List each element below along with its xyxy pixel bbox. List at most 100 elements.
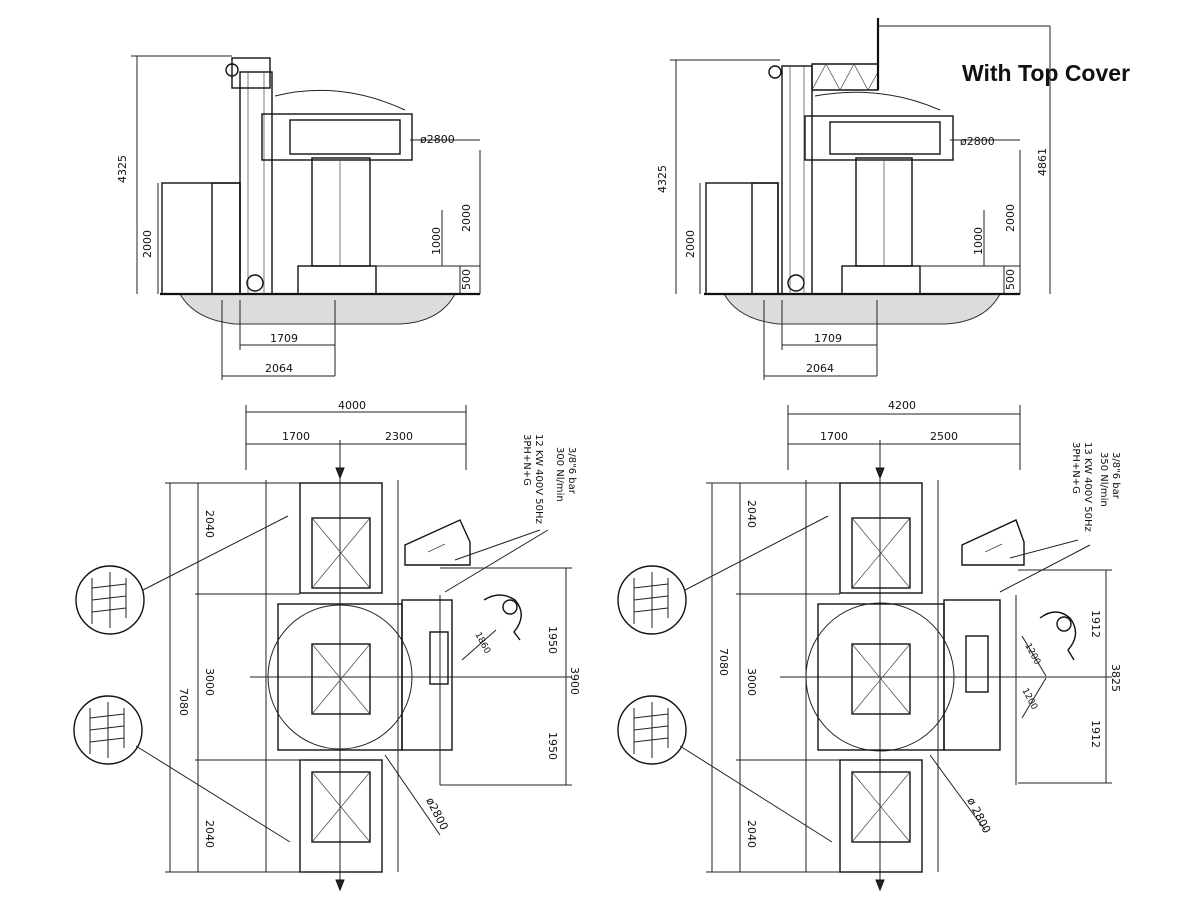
ladder-detail-top <box>75 565 145 635</box>
turntable-base <box>297 265 377 295</box>
height-500-label: 500 <box>460 269 473 290</box>
diameter-label: ø 2800 <box>964 795 993 835</box>
dim-1709-label: 1709 <box>814 332 842 345</box>
rotation-circle <box>267 604 413 750</box>
right-top-label: 1912 <box>1089 610 1102 638</box>
outfeed-arrow-icon <box>335 879 345 892</box>
elevation-view-left: 4325 2000 ø2800 2000 1000 500 1709 2064 <box>116 55 481 380</box>
width-a-label: 1700 <box>282 430 310 443</box>
operator-icon <box>1039 611 1077 661</box>
diameter-label: ø2800 <box>960 135 995 148</box>
len-bot-label: 2040 <box>745 820 758 848</box>
infeed-box <box>851 517 911 589</box>
width-b-label: 2300 <box>385 430 413 443</box>
power-spec-line-3: 13 KW 400V 50Hz <box>1082 442 1093 532</box>
diameter-label: ø2800 <box>420 133 455 146</box>
outfeed-box <box>311 771 371 843</box>
height-2000-left-label: 2000 <box>684 230 697 258</box>
rotor-head <box>804 115 954 161</box>
height-1000-label: 1000 <box>430 227 443 255</box>
truss-arm <box>811 63 879 91</box>
right-total-label: 3900 <box>568 667 581 695</box>
ladder-detail-bottom <box>617 695 687 765</box>
right-top-label: 1950 <box>546 626 559 654</box>
len-bot-label: 2040 <box>203 820 216 848</box>
power-spec-line-1: 3/8"6 bar <box>1110 452 1121 500</box>
column-head <box>231 57 271 89</box>
rotor-head <box>261 113 413 161</box>
swing-arc <box>274 89 406 111</box>
infeed-arrow-icon <box>335 467 345 480</box>
motor <box>965 635 989 693</box>
motor <box>429 631 449 685</box>
power-spec-line-2: 300 Nl/min <box>554 447 565 502</box>
length-total-label: 7080 <box>177 688 190 716</box>
height-4325-label: 4325 <box>656 165 669 193</box>
turntable-base <box>841 265 921 295</box>
width-total-label: 4200 <box>888 399 916 412</box>
len-top-label: 2040 <box>745 500 758 528</box>
outfeed-arrow-icon <box>875 879 885 892</box>
outfeed-conveyor <box>299 759 383 873</box>
power-spec-line-1: 3/8"6 bar <box>566 447 577 495</box>
left-cabinet <box>161 182 241 295</box>
height-1000-label: 1000 <box>972 227 985 255</box>
rotor-ring <box>829 121 941 155</box>
center-box <box>311 643 371 715</box>
column <box>239 71 273 295</box>
dim-2064-label: 2064 <box>806 362 834 375</box>
length-total-label: 7080 <box>717 648 730 676</box>
power-spec-line-4: 3PH+N+G <box>521 434 532 486</box>
control-box <box>404 519 471 566</box>
height-2000-right-label: 2000 <box>460 204 473 232</box>
left-cabinet <box>705 182 779 295</box>
power-spec-line-4: 3PH+N+G <box>1070 442 1081 494</box>
power-spec-line-2: 350 Nl/min <box>1098 452 1109 507</box>
plan-view-left: 4000 1700 2300 7080 2040 3000 2040 1950 … <box>73 399 581 892</box>
len-mid-label: 3000 <box>745 668 758 696</box>
cabinet-door <box>211 182 241 295</box>
power-spec-line-3: 12 KW 400V 50Hz <box>533 434 544 524</box>
ladder-detail-top <box>617 565 687 635</box>
dim-2064-label: 2064 <box>265 362 293 375</box>
diameter-label: ø2800 <box>423 795 450 832</box>
column <box>781 65 813 295</box>
height-500-label: 500 <box>1004 269 1017 290</box>
center-column <box>311 157 371 267</box>
small-dim-a-label: 1200 <box>1022 642 1042 667</box>
cabinet-door <box>751 182 779 295</box>
right-bot-label: 1950 <box>546 732 559 760</box>
wheel <box>787 274 805 292</box>
outfeed-box <box>851 771 911 843</box>
height-2000-right-label: 2000 <box>1004 204 1017 232</box>
rotor-ring <box>289 119 401 155</box>
right-total-label: 3825 <box>1109 664 1122 692</box>
len-mid-label: 3000 <box>203 668 216 696</box>
wheel <box>246 274 264 292</box>
infeed-arrow-icon <box>875 467 885 480</box>
elevation-view-right: 4325 4861 2000 ø2800 2000 1000 500 1709 … <box>656 18 1051 380</box>
width-total-label: 4000 <box>338 399 366 412</box>
small-dim-b-label: 1200 <box>1019 687 1039 712</box>
height-4325-label: 4325 <box>116 155 129 183</box>
pulley <box>768 65 782 79</box>
foundation-pit <box>723 293 1001 325</box>
infeed-conveyor <box>299 482 383 594</box>
infeed-box <box>311 517 371 589</box>
outfeed-conveyor <box>839 759 923 873</box>
center-box <box>851 643 911 715</box>
infeed-conveyor <box>839 482 923 594</box>
small-dim-label: 1860 <box>472 631 492 656</box>
pulley <box>225 63 239 77</box>
top-cover-heading: With Top Cover <box>962 60 1131 86</box>
height-2000-left-label: 2000 <box>141 230 154 258</box>
height-4861-label: 4861 <box>1036 148 1049 176</box>
dim-1709-label: 1709 <box>270 332 298 345</box>
ladder-detail-bottom <box>73 695 143 765</box>
control-box <box>961 519 1025 566</box>
width-a-label: 1700 <box>820 430 848 443</box>
width-b-label: 2500 <box>930 430 958 443</box>
arm-frame <box>943 599 1001 751</box>
plan-view-right: 4200 1700 2500 7080 2040 3000 2040 1912 … <box>617 399 1122 892</box>
